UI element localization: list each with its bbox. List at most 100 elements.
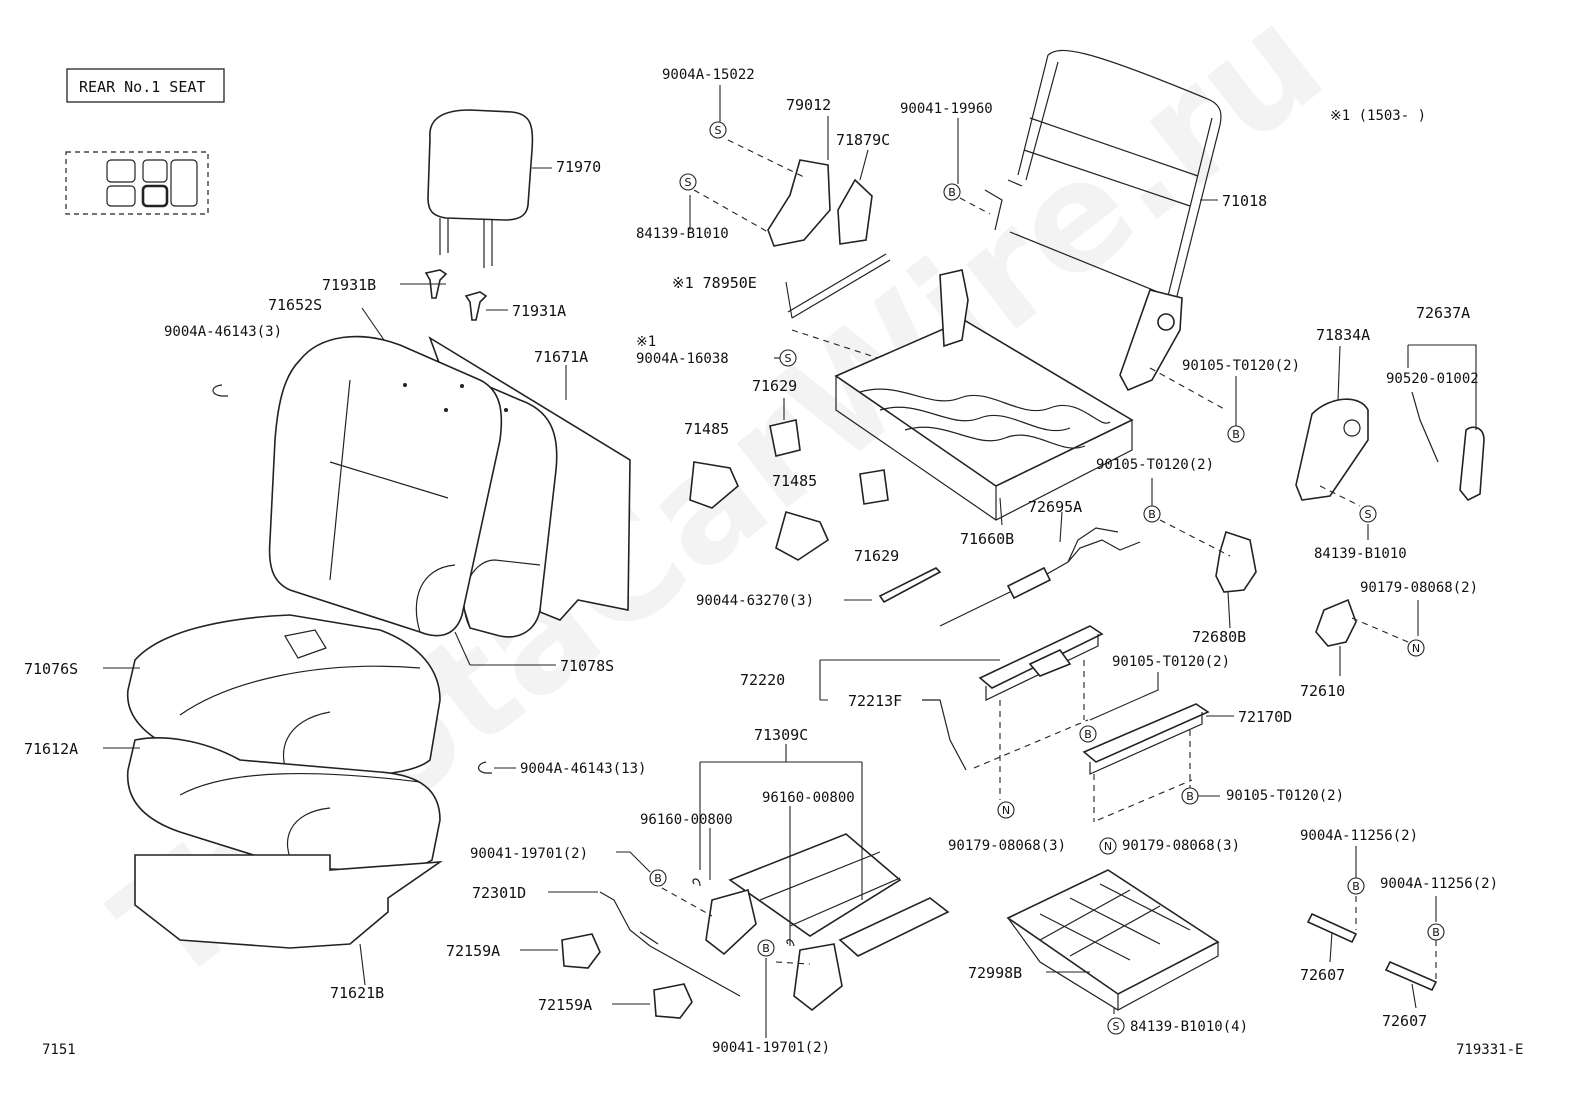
- label-72637A: 72637A: [1416, 304, 1470, 322]
- seat-track-72220: [978, 625, 1104, 701]
- cable-72301D: [599, 891, 741, 997]
- label-90179-08068-3b: 90179-08068(3): [1122, 838, 1240, 854]
- label-9004A-15022: 9004A-15022: [662, 67, 755, 83]
- label-90105-T0120-a: 90105-T0120(2): [1182, 358, 1300, 374]
- knob-72159A-b: [653, 983, 693, 1019]
- label-72998B: 72998B: [968, 964, 1022, 982]
- label-90105-T0120-c: 90105-T0120(2): [1112, 654, 1230, 670]
- label-71931B: 71931B: [322, 276, 376, 294]
- label-71309C: 71309C: [754, 726, 808, 744]
- label-9004A-16038: 9004A-16038: [636, 351, 729, 367]
- label-9004A-46143-13: 9004A-46143(13): [520, 761, 646, 777]
- lock-72680B: [1215, 530, 1257, 593]
- clip-9004A-46143-a: [212, 384, 228, 397]
- label-90041-19960: 90041-19960: [900, 101, 993, 117]
- label-9004A-11256-a: 9004A-11256(2): [1300, 828, 1418, 844]
- svg-text:N: N: [1104, 840, 1112, 853]
- tie-90044-63270: [878, 567, 942, 604]
- label-79012: 79012: [786, 96, 831, 114]
- svg-text:B: B: [1084, 728, 1092, 741]
- label-71629-a: 71629: [752, 377, 797, 395]
- svg-text:B: B: [1186, 790, 1194, 803]
- link-72607-b: [1384, 960, 1438, 992]
- label-90041-19701-b: 90041-19701(2): [712, 1040, 830, 1056]
- screw-symbol-84139-b: S: [1359, 505, 1377, 523]
- label-90105-T0120-d: 90105-T0120(2): [1226, 788, 1344, 804]
- label-72220: 72220: [740, 671, 785, 689]
- svg-text:B: B: [1148, 508, 1156, 521]
- bolt-symbol-90105-c: B: [1079, 725, 1097, 743]
- seat-title: REAR No.1 SEAT: [79, 78, 205, 96]
- label-71931A: 71931A: [512, 302, 566, 320]
- clip-9004A-46143-b: [477, 761, 492, 774]
- bolt-symbol-90105-a: B: [1227, 425, 1245, 443]
- label-9004A-46143-3: 9004A-46143(3): [164, 324, 282, 340]
- label-78950E: ※1 78950E: [672, 274, 757, 292]
- svg-text:B: B: [1352, 880, 1360, 893]
- label-71879C: 71879C: [836, 131, 890, 149]
- label-71629-b: 71629: [854, 547, 899, 565]
- label-72159A-a: 72159A: [446, 942, 500, 960]
- seat-layout-icon: [65, 151, 209, 215]
- label-84139-B1010-b: 84139-B1010: [1314, 546, 1407, 562]
- page-code: 7151: [42, 1042, 76, 1058]
- label-note-range: ※1 (1503- ): [1330, 108, 1426, 124]
- seat-heater-71621B: [134, 854, 443, 949]
- svg-text:B: B: [1432, 926, 1440, 939]
- seat-cushion-pad-71612A: [126, 737, 441, 871]
- screw-symbol-9004A-15022: S: [709, 121, 727, 139]
- label-71671A: 71671A: [534, 348, 588, 366]
- label-72607-a: 72607: [1300, 966, 1345, 984]
- label-71018: 71018: [1222, 192, 1267, 210]
- label-90179-08068-3a: 90179-08068(3): [948, 838, 1066, 854]
- cushion-frame-71660B: [834, 269, 1134, 521]
- svg-text:B: B: [1232, 428, 1240, 441]
- label-72159A-b: 72159A: [538, 996, 592, 1014]
- cover-71485-a: [689, 461, 739, 509]
- label-90520-01002: 90520-01002: [1386, 371, 1479, 387]
- bolt-symbol-9004A-11256-b: B: [1427, 923, 1445, 941]
- label-71076S: 71076S: [24, 660, 78, 678]
- svg-text:S: S: [685, 176, 692, 189]
- wire-78950E: [787, 253, 891, 319]
- nut-symbol-90179-3b: N: [1099, 837, 1117, 855]
- label-71970: 71970: [556, 158, 601, 176]
- trim-71629-a: [769, 419, 801, 457]
- label-90044-63270: 90044-63270(3): [696, 593, 814, 609]
- bolt-symbol-90041-19960: B: [943, 183, 961, 201]
- svg-text:N: N: [1002, 804, 1010, 817]
- figure-code: 719331-E: [1456, 1042, 1523, 1058]
- label-72610: 72610: [1300, 682, 1345, 700]
- label-90041-19701-a: 90041-19701(2): [470, 846, 588, 862]
- svg-text:S: S: [1365, 508, 1372, 521]
- seat-title-box: REAR No.1 SEAT: [66, 68, 225, 103]
- nut-symbol-90179-2: N: [1407, 639, 1425, 657]
- seat-track-72170D: [1082, 703, 1210, 775]
- headrest-guide-71931A: [464, 291, 488, 321]
- label-71078S: 71078S: [560, 657, 614, 675]
- label-90179-08068-2: 90179-08068(2): [1360, 580, 1478, 596]
- bolt-symbol-9004A-11256-a: B: [1347, 877, 1365, 895]
- nut-symbol-90179-3a: N: [997, 801, 1015, 819]
- headrest: [427, 109, 534, 268]
- label-71612A: 71612A: [24, 740, 78, 758]
- label-84139-B1010-4: 84139-B1010(4): [1130, 1019, 1248, 1035]
- bolt-symbol-90041-19701-b: B: [757, 939, 775, 957]
- bolt-symbol-90105-d: B: [1181, 787, 1199, 805]
- label-84139-B1010-a: 84139-B1010: [636, 226, 729, 242]
- svg-text:S: S: [785, 352, 792, 365]
- label-72213F: 72213F: [848, 692, 902, 710]
- svg-text:B: B: [948, 186, 956, 199]
- svg-text:N: N: [1412, 642, 1420, 655]
- label-71485-b: 71485: [772, 472, 817, 490]
- label-72301D: 72301D: [472, 884, 526, 902]
- label-96160-00800-b: 96160-00800: [640, 812, 733, 828]
- screw-symbol-9004A-16038: S: [779, 349, 797, 367]
- cover-71485-b: [775, 511, 830, 561]
- label-71621B: 71621B: [330, 984, 384, 1002]
- seatback-assembly-71652S: [268, 335, 503, 637]
- bracket-72610: [1315, 598, 1357, 647]
- label-9004A-16038-note: ※1: [636, 334, 656, 350]
- svg-text:S: S: [1113, 1020, 1120, 1033]
